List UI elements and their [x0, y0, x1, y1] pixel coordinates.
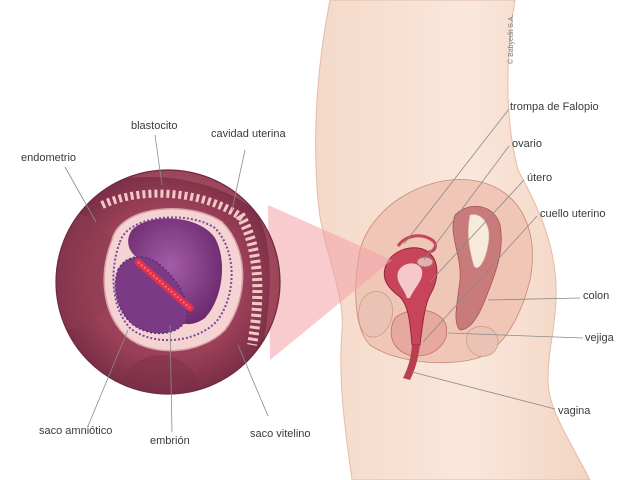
label-utero: útero [527, 172, 553, 184]
copyright-credit: © Babyedit S.A. [508, 14, 515, 64]
label-ovario: ovario [512, 138, 542, 150]
ovary-shape [416, 256, 434, 268]
label-embrion: embrión [150, 435, 190, 447]
magnifier-wedge [268, 205, 392, 360]
label-saco-vitelino: saco vitelino [250, 428, 311, 440]
label-cavidad-uterina: cavidad uterina [211, 128, 286, 140]
magnified-view [55, 169, 281, 395]
label-vejiga: vejiga [585, 332, 614, 344]
label-saco-amniotico: saco amniótico [39, 425, 113, 437]
vagina-canal [403, 345, 420, 380]
amniotic-sac-shape [114, 256, 189, 335]
label-endometrio: endometrio [21, 152, 77, 164]
label-vagina: vagina [558, 405, 591, 417]
uterine-cavity-shape [128, 218, 223, 325]
label-trompa-de-falopio: trompa de Falopio [510, 101, 599, 113]
label-colon: colon [583, 290, 610, 302]
pelvic-section [355, 179, 533, 380]
label-blastocito: blastocito [131, 120, 178, 132]
leader-lines [64, 108, 584, 433]
label-cuello-uterino: cuello uterino [540, 208, 606, 220]
fallopian-tube [396, 234, 437, 254]
